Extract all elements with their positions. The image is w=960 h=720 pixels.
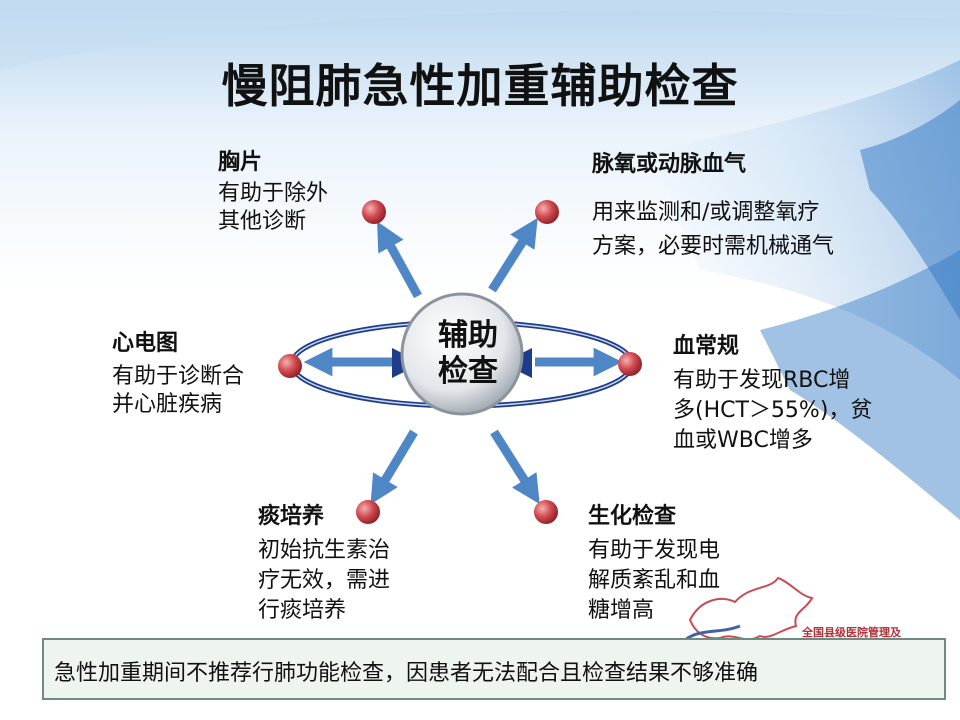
node-title-ecg: 心电图 (112, 331, 179, 356)
node-title-blood-routine: 血常规 (673, 334, 740, 359)
arrow-chest-xray (377, 221, 422, 299)
ball-blood-routine (618, 352, 642, 376)
note-text: 急性加重期间不推荐行肺功能检查，因患者无法配合且检查结果不够准确 (54, 661, 759, 686)
node-title-chest-xray: 胸片 (218, 150, 263, 175)
ball-chest-xray (362, 200, 386, 224)
note-box: 急性加重期间不推荐行肺功能检查，因患者无法配合且检查结果不够准确 (42, 638, 946, 700)
ball-ecg (278, 354, 302, 378)
ball-blood-gas (535, 200, 559, 224)
arrows (303, 217, 623, 505)
center-circle (400, 292, 524, 416)
ball-biochemistry (534, 500, 558, 524)
node-title-sputum-culture: 痰培养 (258, 504, 325, 529)
node-desc-chest-xray: 有助于除外 其他诊断 (218, 181, 329, 234)
node-desc-blood-gas: 用来监测和/或调整氧疗 方案，必要时需机械通气 (592, 200, 835, 259)
logo-text: 全国县级医院管理及 (802, 626, 901, 639)
arrow-sputum-culture (370, 429, 418, 505)
node-desc-blood-routine: 有助于发现RBC增 多(HCT＞55%)，贫 血或WBC增多 (673, 368, 873, 453)
page-title: 慢阻肺急性加重辅助检查 (221, 59, 739, 113)
node-title-biochemistry: 生化检查 (588, 504, 677, 529)
logo-map-icon (684, 576, 814, 642)
node-desc-ecg: 有助于诊断合 并心脏疾病 (112, 364, 245, 417)
arrow-biochemistry (490, 429, 540, 505)
node-title-blood-gas: 脉氧或动脉血气 (592, 152, 747, 177)
ball-sputum-culture (356, 500, 380, 524)
node-desc-sputum-culture: 初始抗生素治 疗无效，需进 行痰培养 (258, 538, 391, 623)
arrow-blood-gas (488, 217, 538, 293)
center-label: 辅助 检查 (438, 318, 498, 389)
node-desc-biochemistry: 有助于发现电 解质紊乱和血 糖增高 (588, 538, 721, 623)
